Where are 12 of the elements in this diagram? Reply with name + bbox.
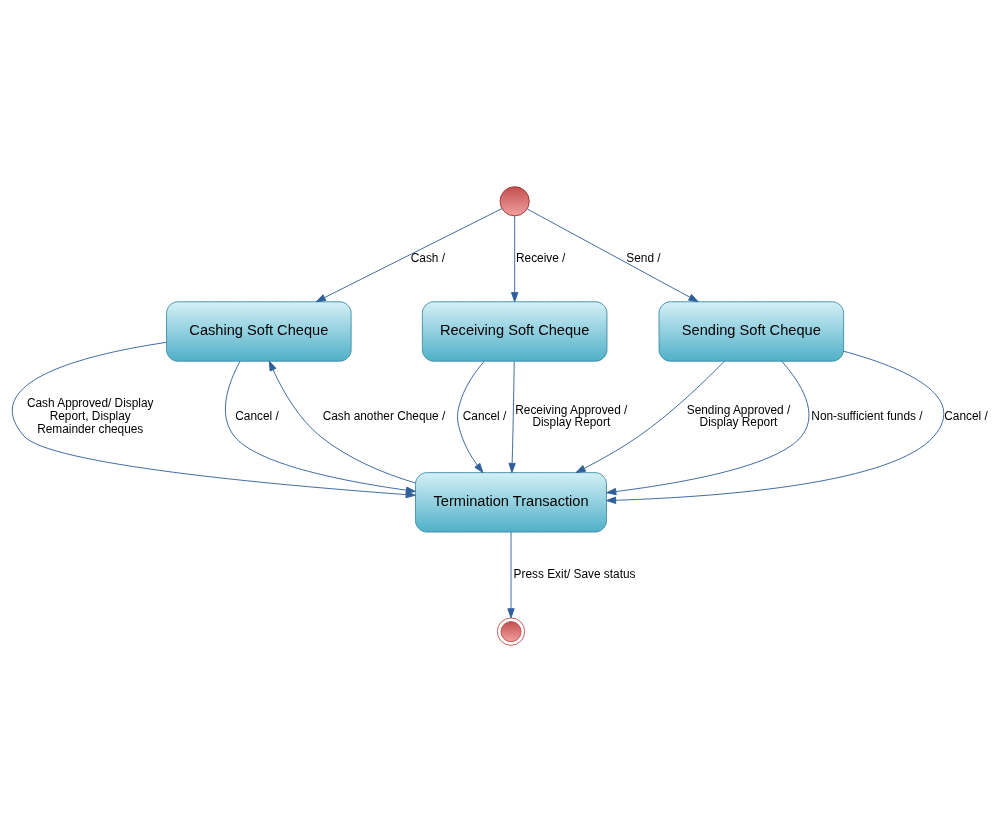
edge-label: Press Exit/ Save status [513,566,636,581]
edge-label: Send / [626,250,661,265]
edge-label: Receive / [515,250,566,265]
edge-label: Non-sufficient funds / [811,408,923,423]
edge-label: Cancel / [235,408,279,423]
edge-label: Cancel / [944,408,988,423]
edge-label: Cash / [410,250,445,265]
edge-label: Cash another Cheque / [322,408,446,423]
edge-label: Sending Approved / Display Report [686,402,791,429]
edge-label: Cancel / [462,408,507,423]
edge-label: Receiving Approved / Display Report [515,402,628,429]
edge-label: Cash Approved/ Display Report, Display Remainder cheques [26,395,154,436]
